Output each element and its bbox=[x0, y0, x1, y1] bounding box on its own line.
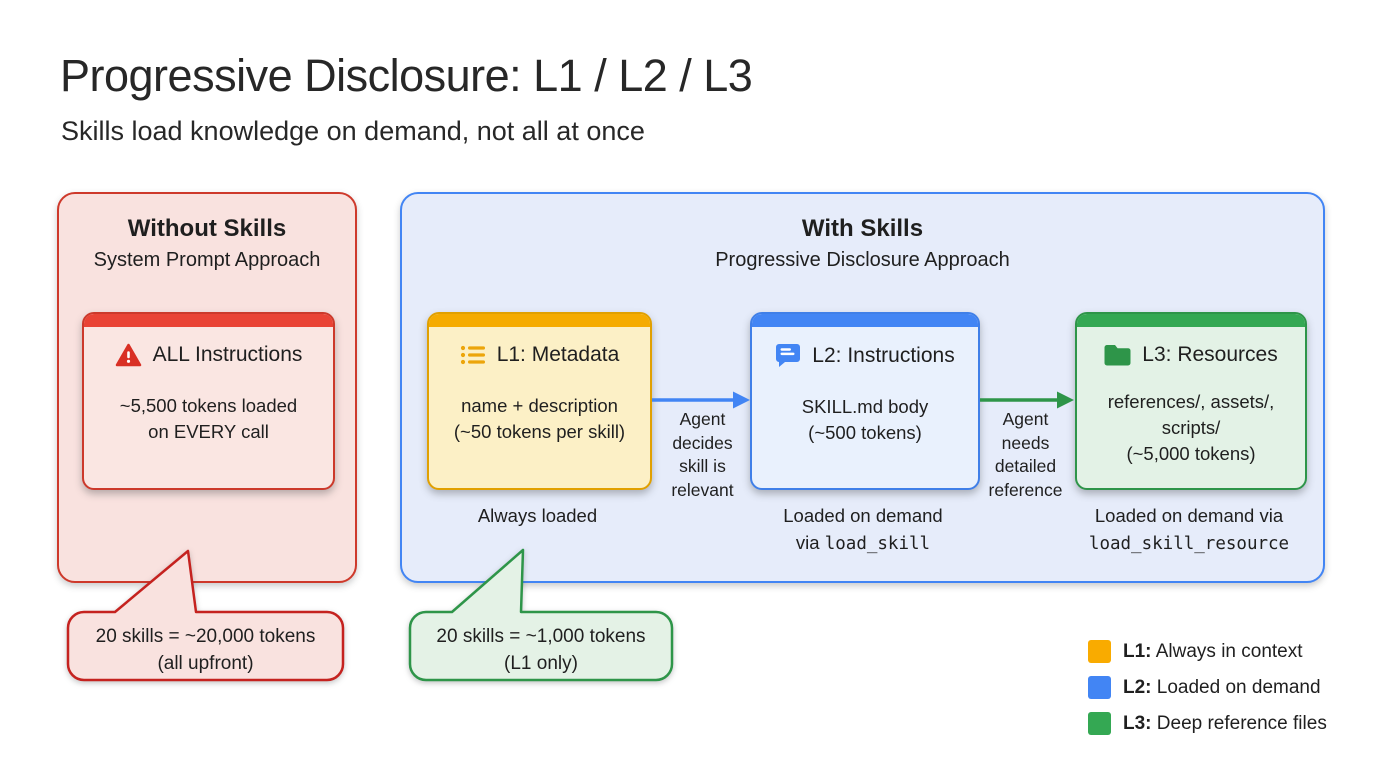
card-title: L3: Resources bbox=[1142, 343, 1278, 366]
arrow-l1-to-l2 bbox=[652, 391, 750, 409]
with-skills-bubble-text: 20 skills = ~1,000 tokens (L1 only) bbox=[436, 626, 646, 674]
card-header-bar bbox=[752, 314, 978, 327]
legend-row-l2: L2: Loaded on demand bbox=[1088, 676, 1327, 699]
arrow-label-agent-decides: Agent decides skill is relevant bbox=[671, 409, 734, 500]
card-title: L2: Instructions bbox=[812, 343, 955, 367]
card-title: ALL Instructions bbox=[152, 343, 303, 366]
list-icon bbox=[460, 344, 486, 366]
without-skills-panel: Without Skills System Prompt Approach AL… bbox=[57, 192, 357, 583]
caption-l2: Loaded on demand via load_skill bbox=[783, 505, 943, 554]
load-skill-code: load_skill bbox=[824, 534, 931, 554]
card-body-line: name + description bbox=[461, 395, 618, 416]
with-skills-subtitle: Progressive Disclosure Approach bbox=[715, 249, 1010, 271]
legend-row-l3: L3: Deep reference files bbox=[1088, 712, 1327, 735]
l1-metadata-card: L1: Metadata name + description (~50 tok… bbox=[427, 312, 652, 490]
folder-icon bbox=[1104, 344, 1131, 366]
card-header-bar bbox=[429, 314, 650, 327]
caption-l3: Loaded on demand via load_skill_resource bbox=[1088, 505, 1290, 554]
card-body-line: references/, assets/, bbox=[1107, 391, 1275, 412]
with-skills-panel: With Skills Progressive Disclosure Appro… bbox=[400, 192, 1325, 583]
with-skills-title: With Skills bbox=[801, 215, 924, 242]
card-title: L1: Metadata bbox=[496, 343, 620, 366]
l2-color-swatch bbox=[1088, 676, 1111, 699]
warning-icon bbox=[115, 343, 142, 367]
load-skill-resource-code: load_skill_resource bbox=[1088, 534, 1290, 554]
card-body-line: ~5,500 tokens loaded bbox=[119, 395, 298, 416]
all-instructions-card: ALL Instructions ~5,500 tokens loaded on… bbox=[82, 312, 335, 490]
arrow-l2-to-l3 bbox=[980, 391, 1074, 409]
card-body-line: SKILL.md body bbox=[801, 396, 929, 417]
card-body-line: (~5,000 tokens) bbox=[1126, 443, 1256, 464]
page-subtitle: Skills load knowledge on demand, not all… bbox=[61, 116, 645, 146]
legend-row-l1: L1: Always in context bbox=[1088, 640, 1327, 663]
l3-color-swatch bbox=[1088, 712, 1111, 735]
card-header-bar bbox=[84, 314, 333, 327]
without-skills-title: Without Skills bbox=[127, 215, 287, 242]
arrow-label-agent-needs: Agent needs detailed reference bbox=[988, 409, 1063, 500]
card-body-line: on EVERY call bbox=[148, 421, 269, 442]
card-body-line: scripts/ bbox=[1161, 417, 1221, 438]
card-header-bar bbox=[1077, 314, 1305, 327]
with-skills-bubble-shape bbox=[408, 548, 674, 682]
page-title: Progressive Disclosure: L1 / L2 / L3 bbox=[60, 50, 753, 101]
card-body-line: (~50 tokens per skill) bbox=[453, 421, 626, 442]
chat-icon bbox=[775, 343, 801, 368]
l2-instructions-card: L2: Instructions SKILL.md body (~500 tok… bbox=[750, 312, 980, 490]
without-skills-bubble-text: 20 skills = ~20,000 tokens (all upfront) bbox=[95, 626, 316, 674]
caption-l1: Always loaded bbox=[477, 505, 598, 526]
legend: L1: Always in context L2: Loaded on dema… bbox=[1088, 640, 1327, 748]
without-skills-bubble-shape bbox=[66, 549, 345, 682]
without-skills-subtitle: System Prompt Approach bbox=[93, 249, 321, 271]
l3-resources-card: L3: Resources references/, assets/, scri… bbox=[1075, 312, 1307, 490]
card-body-line: (~500 tokens) bbox=[808, 422, 922, 443]
l1-color-swatch bbox=[1088, 640, 1111, 663]
